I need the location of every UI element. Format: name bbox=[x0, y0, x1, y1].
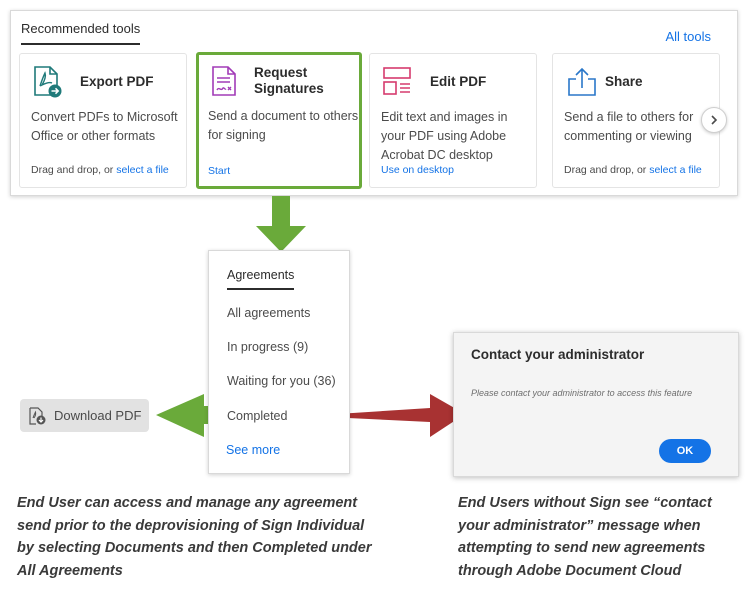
tool-name: Edit PDF bbox=[430, 74, 487, 89]
tool-action: Use on desktop bbox=[381, 164, 454, 176]
share-icon bbox=[568, 67, 596, 96]
agreements-menu: Agreements All agreements In progress (9… bbox=[208, 250, 350, 474]
ok-button[interactable]: OK bbox=[659, 439, 711, 463]
export-pdf-icon bbox=[34, 66, 62, 98]
dialog-message: Please contact your administrator to acc… bbox=[471, 388, 693, 398]
download-pdf-button[interactable]: Download PDF bbox=[20, 399, 149, 432]
select-file-link[interactable]: select a file bbox=[649, 164, 702, 176]
tool-action: Drag and drop, or select a file bbox=[31, 164, 169, 176]
tool-card-request-signatures[interactable]: Request Signatures Send a document to ot… bbox=[196, 52, 362, 189]
tool-name: Export PDF bbox=[80, 74, 154, 89]
menu-item-completed[interactable]: Completed bbox=[227, 409, 288, 423]
next-tools-button[interactable] bbox=[701, 107, 727, 133]
download-pdf-label: Download PDF bbox=[54, 408, 142, 423]
tool-description: Send a file to others for commenting or … bbox=[564, 110, 694, 143]
green-arrow-down bbox=[256, 196, 306, 252]
agreements-title: Agreements bbox=[227, 268, 295, 290]
tool-action: Drag and drop, or select a file bbox=[564, 164, 702, 176]
contact-admin-dialog: Contact your administrator Please contac… bbox=[453, 332, 739, 477]
tool-action: Start bbox=[208, 165, 230, 177]
all-tools-link[interactable]: All tools bbox=[665, 29, 711, 44]
tool-name: Request Signatures bbox=[254, 65, 324, 96]
select-file-link[interactable]: select a file bbox=[116, 164, 169, 176]
use-on-desktop-link[interactable]: Use on desktop bbox=[381, 164, 454, 176]
caption-right: End Users without Sign see “contact your… bbox=[458, 495, 712, 579]
tool-name: Share bbox=[605, 74, 643, 89]
recommended-tools-heading: Recommended tools bbox=[21, 21, 141, 45]
tool-description: Edit text and images in your PDF using A… bbox=[381, 110, 508, 162]
action-prefix: Drag and drop, or bbox=[31, 164, 117, 176]
see-more-link[interactable]: See more bbox=[226, 443, 281, 457]
tool-card-export-pdf[interactable]: Export PDF Convert PDFs to Microsoft Off… bbox=[19, 53, 187, 188]
caption-left: End User can access and manage any agree… bbox=[17, 495, 372, 579]
recommended-tools-panel: Recommended tools All tools Export PDF C… bbox=[10, 10, 738, 196]
start-link[interactable]: Start bbox=[208, 165, 231, 177]
menu-item-all-agreements[interactable]: All agreements bbox=[227, 306, 311, 320]
menu-item-waiting-for-you[interactable]: Waiting for you (36) bbox=[227, 374, 336, 388]
tool-card-edit-pdf[interactable]: Edit PDF Edit text and images in your PD… bbox=[369, 53, 537, 188]
dialog-title: Contact your administrator bbox=[471, 347, 645, 362]
tool-description: Convert PDFs to Microsoft Office or othe… bbox=[31, 110, 178, 143]
tool-card-share[interactable]: Share Send a file to others for commenti… bbox=[552, 53, 720, 188]
menu-item-in-progress[interactable]: In progress (9) bbox=[227, 340, 309, 354]
edit-pdf-icon bbox=[383, 67, 411, 95]
green-arrow-left bbox=[156, 394, 224, 437]
tool-description: Send a document to others for signing bbox=[208, 109, 359, 142]
request-signatures-icon bbox=[212, 66, 236, 96]
action-prefix: Drag and drop, or bbox=[564, 164, 650, 176]
chevron-right-icon bbox=[711, 115, 718, 125]
download-pdf-icon bbox=[29, 406, 46, 425]
red-arrow-right bbox=[306, 394, 465, 437]
